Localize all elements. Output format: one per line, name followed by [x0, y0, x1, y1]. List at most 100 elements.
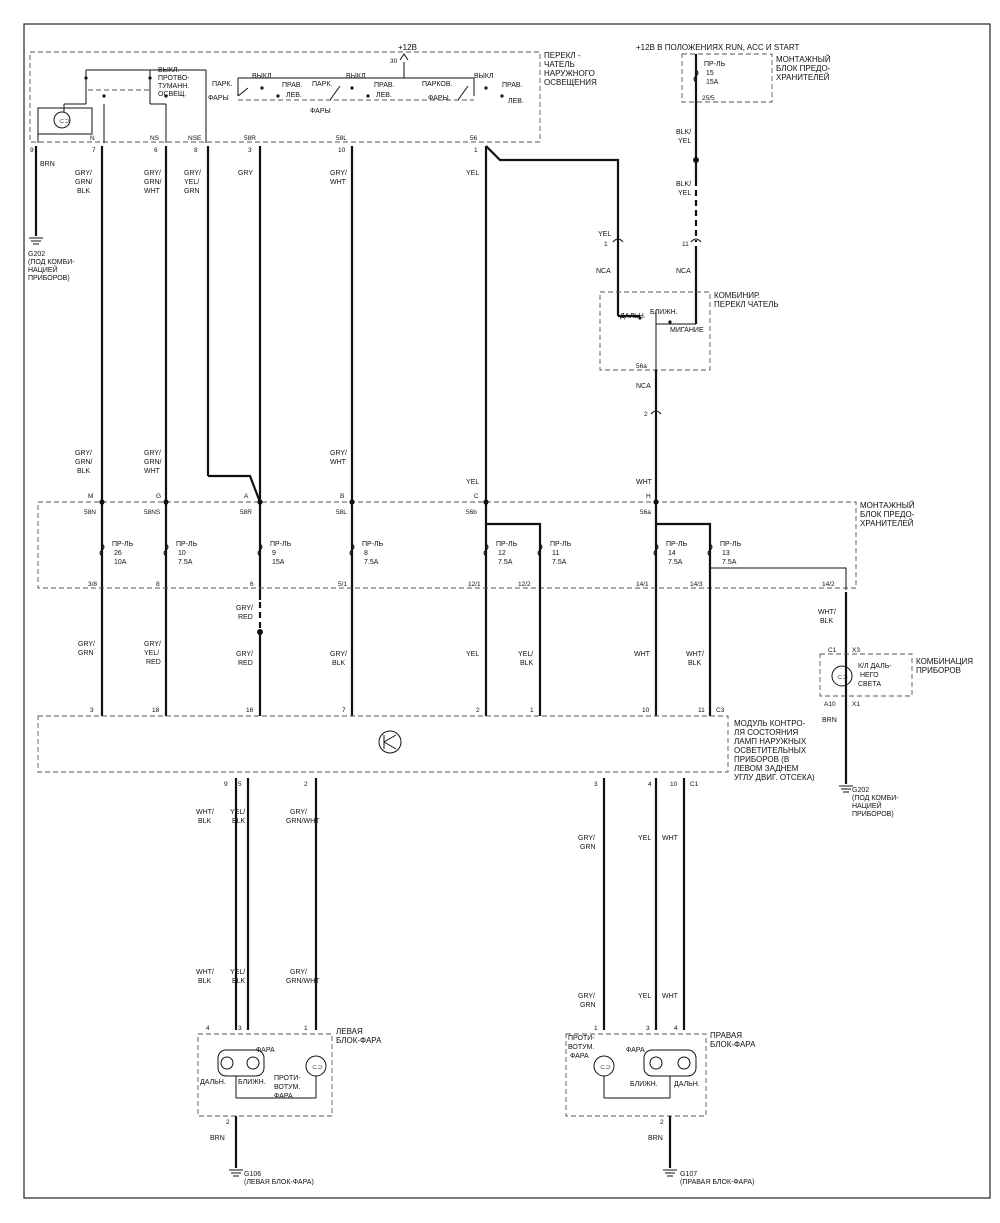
svg-text:⊂⊃: ⊂⊃: [312, 1064, 323, 1071]
wl-wht-a: WHT: [662, 835, 679, 842]
wl-gry-grn-b: GRY/ GRN: [578, 993, 597, 1009]
wl-gry-grn-wht-a: GRY/ GRN/WHT: [286, 809, 320, 825]
wl-yel-a: YEL: [638, 835, 651, 842]
bterm-5-1: 5/1: [338, 581, 347, 588]
wl-gry-grn-a: GRY/ GRN: [578, 835, 597, 851]
ground-g202-bottom: G202 (ПОД КОМБИ- НАЦИЕЙ ПРИБОРОВ): [852, 787, 901, 818]
wire-label-g2: GRY/ GRN/ WHT: [144, 450, 163, 475]
pin-10: 10: [338, 147, 346, 154]
mod-top-2: 2: [476, 707, 480, 714]
fusebox-top-title: МОНТАЖНЫЙ БЛОК ПРЕДО- ХРАНИТЕЛЕЙ: [776, 55, 833, 82]
right-headlamp-title: ПРАВАЯ БЛОК-ФАРА: [710, 1031, 756, 1049]
mod-top-1: 1: [530, 707, 534, 714]
letter-g: G: [156, 493, 161, 500]
fuse-11: ПР-ЛЬ 11 7.5А: [550, 541, 573, 566]
combo-term: 56a: [636, 363, 647, 370]
letter-b: B: [340, 493, 344, 500]
bterm-14-3: 14/3: [690, 581, 703, 588]
nca-label-2: NCA: [676, 268, 691, 275]
right-pin-3: 3: [646, 1025, 650, 1032]
left-headlamp: 4 3 1 ⊂⊃ ФАРА ДАЛЬН. БЛИЖН. ПРОТИ- ВОТУМ…: [197, 1025, 382, 1186]
park-label-2: ПАРК.: [312, 81, 332, 88]
combo-high: ДАЛЬН.: [620, 313, 646, 320]
term-n: N: [90, 135, 95, 142]
right-pin-1: 1: [594, 1025, 598, 1032]
right-label-3: ПРАВ.: [502, 82, 523, 89]
cluster-pin-a10: A10: [824, 701, 836, 708]
off-label-1: ВЫКЛ: [252, 73, 272, 80]
wl-yel-blk-a: YEL/ BLK: [230, 809, 247, 825]
right-headlight-label: ФАРА: [626, 1047, 645, 1054]
left-fog-label: ПРОТИ- ВОТУМ. ФАРА: [274, 1075, 303, 1100]
left-low-label: БЛИЖН.: [238, 1079, 266, 1086]
pin-11-nca: 11: [682, 241, 689, 248]
left-headlamp-title: ЛЕВАЯ БЛОК-ФАРА: [336, 1027, 382, 1045]
pin-8: 8: [194, 147, 198, 154]
bterm-6: 6: [250, 581, 254, 588]
mod-top-10: 10: [642, 707, 650, 714]
mod-top-7: 7: [342, 707, 346, 714]
mod-top-16: 16: [246, 707, 254, 714]
left-label-3: ЛЕВ.: [508, 98, 524, 105]
fuse-26: ПР-ЛЬ 26 10А: [112, 541, 135, 566]
mod-bot-5: 5: [238, 781, 242, 788]
wire-label-blk-yel-1: BLK/ YEL: [676, 129, 693, 145]
wl-wht-b: WHT: [662, 993, 679, 1000]
left-headlight-label: ФАРА: [256, 1047, 275, 1054]
ground-g107: G107 (ПРАВАЯ БЛОК-ФАРА): [680, 1171, 754, 1186]
headlights-label-1: ФАРЫ: [208, 95, 229, 102]
off-label-3: ВЫКЛ: [474, 73, 494, 80]
bterm-14-1: 14/1: [636, 581, 649, 588]
right-low-label: БЛИЖН.: [630, 1081, 658, 1088]
term-nse: NSE: [188, 135, 202, 142]
ground-g202-top: G202 (ПОД КОМБИ- НАЦИЕЙ ПРИБОРОВ): [28, 251, 77, 282]
fusebox-top: +12В В ПОЛОЖЕНИЯХ RUN, ACC И START ПР-ЛЬ…: [636, 43, 833, 103]
svg-text:⊂⊃: ⊂⊃: [59, 118, 70, 125]
pin-6: 6: [154, 147, 158, 154]
wires-top: BRN G202 (ПОД КОМБИ- НАЦИЕЙ ПРИБОРОВ) GR…: [28, 102, 702, 716]
fuse-10: ПР-ЛЬ 10 7.5А: [176, 541, 199, 566]
headlight-switch-title: ПЕРЕКЛ - ЧАТЕЛЬ НАРУЖНОГО ОСВЕЩЕНИЯ: [544, 51, 597, 87]
mod-top-18: 18: [152, 707, 160, 714]
wire-label-nse: GRY/ YEL/ GRN: [184, 170, 203, 195]
right-label-2: ПРАВ.: [374, 82, 395, 89]
wires-bottom: WHT/ BLK YEL/ BLK GRY/ GRN/WHT GRY/ GRN …: [196, 778, 686, 1030]
wl-wht-blk-a: WHT/ BLK: [196, 809, 216, 825]
mod-top-11: 11: [698, 707, 705, 714]
left-high-label: ДАЛЬН.: [200, 1079, 226, 1086]
bterm-14-2: 14/2: [822, 581, 835, 588]
term-58r: 58R: [244, 135, 256, 142]
combo-flash: МИГАНИЕ: [670, 327, 704, 334]
svg-text:⊂⊃: ⊂⊃: [600, 1064, 611, 1071]
fuse-8: ПР-ЛЬ 8 7.5А: [362, 541, 385, 566]
wire-label-yel3: YEL: [466, 651, 479, 658]
mod-conn-c1: C1: [690, 781, 699, 788]
mod-bot-3: 3: [594, 781, 598, 788]
fusebox-mid-title: МОНТАЖНЫЙ БЛОК ПРЕДО- ХРАНИТЕЛЕЙ: [860, 501, 917, 528]
nca-label-3: NCA: [636, 383, 651, 390]
pin-9: 9: [30, 147, 34, 154]
b12-label: +12В: [398, 43, 417, 52]
wl-gry-grn-wht-b: GRY/ GRN/WHT: [286, 969, 320, 985]
fuse-symbols: [99, 543, 713, 557]
svg-text:⊂⊃: ⊂⊃: [837, 674, 848, 681]
pin-3: 3: [248, 147, 252, 154]
wl-yel-b: YEL: [638, 993, 651, 1000]
term-58r-mid: 58R: [240, 509, 252, 516]
wl-wht-blk-b: WHT/ BLK: [196, 969, 216, 985]
right-wire-brn: BRN: [648, 1135, 663, 1142]
headlights-label-3: ФАРЫ: [428, 95, 449, 102]
combo-low: БЛИЖН.: [650, 309, 678, 316]
parkov-label: ПАРКОВ.: [422, 81, 452, 88]
ground-g106: G106 (ЛЕВАЯ БЛОК-ФАРА): [244, 1171, 314, 1186]
pin-1: 1: [474, 147, 478, 154]
wire-label-gry: GRY: [238, 170, 253, 177]
term-58l-mid: 58L: [336, 509, 347, 516]
combo-switch: ДАЛЬН. БЛИЖН. МИГАНИЕ 56a КОМБИНИР. ПЕРЕ…: [599, 291, 779, 716]
fuse-9: ПР-ЛЬ 9 15А: [270, 541, 293, 566]
bterm-12-2: 12/2: [518, 581, 531, 588]
left-pin-3: 3: [238, 1025, 242, 1032]
wl-yel-blk-b: YEL/ BLK: [230, 969, 247, 985]
wire-label-gry-yel-red: GRY/ YEL/ RED: [144, 641, 163, 666]
